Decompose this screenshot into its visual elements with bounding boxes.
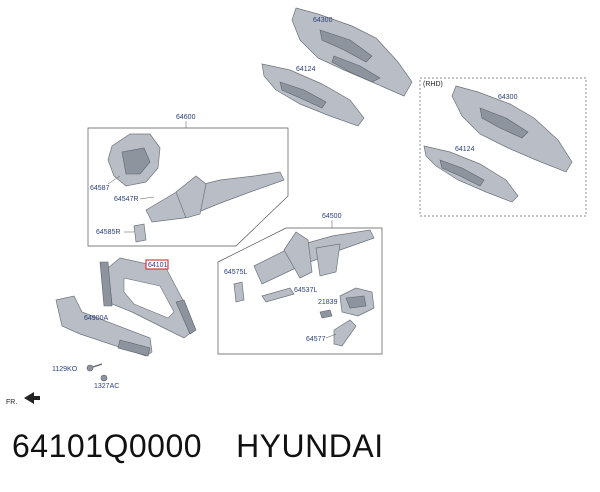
wheel-house-part xyxy=(107,133,161,187)
label-21839: 21839 xyxy=(318,299,338,306)
label-64900a: 64900A xyxy=(84,315,108,322)
label-64500: 64500 xyxy=(322,213,342,220)
left-group-box xyxy=(87,127,289,247)
dash-panel-lower-part xyxy=(261,63,365,127)
label-64600: 64600 xyxy=(176,114,196,121)
label-1129ko: 1129KO xyxy=(52,366,78,373)
label-64300-rhd: 64300 xyxy=(498,94,518,101)
bracket-part-64585r xyxy=(133,223,147,243)
nut-part xyxy=(100,374,108,382)
label-64124-rhd: 64124 xyxy=(455,146,475,153)
label-1327ac: 1327AC xyxy=(94,383,119,390)
carrier-highlight-box xyxy=(145,259,169,270)
label-64585r: 64585R xyxy=(96,229,121,236)
reinforcement-part-64577 xyxy=(319,309,357,347)
label-front: FR. xyxy=(6,399,17,406)
dash-panel-upper-part xyxy=(291,7,413,97)
part-caption: 64101Q0000 HYUNDAI xyxy=(12,428,384,472)
exploded-parts-diagram: 64300 64124 (RHD) 64300 64124 64600 6458… xyxy=(6,7,587,406)
front-direction-arrow-icon xyxy=(24,392,40,404)
bracket-part-64575l xyxy=(233,281,245,303)
label-64124-top: 64124 xyxy=(296,66,316,73)
front-crossmember-part xyxy=(55,295,153,357)
label-64300-top: 64300 xyxy=(313,17,333,24)
part-number: 64101Q0000 xyxy=(12,428,203,464)
rhd-dash-panel-lower-part xyxy=(423,145,519,203)
rhd-dash-panel-upper-part xyxy=(451,85,573,173)
brand-name: HYUNDAI xyxy=(236,428,384,464)
bolt-part xyxy=(86,363,103,372)
right-group-box xyxy=(217,227,383,355)
radiator-support-carrier-part xyxy=(99,257,197,339)
bracket-part-21839 xyxy=(339,287,375,317)
reinforcement-part-64537l xyxy=(261,287,295,303)
label-64537l: 64537L xyxy=(294,287,317,294)
label-64575l: 64575L xyxy=(224,269,247,276)
label-64101: 64101 xyxy=(148,262,168,269)
label-64547r: 64547R xyxy=(114,196,139,203)
label-64587: 64587 xyxy=(90,185,110,192)
label-64577: 64577 xyxy=(306,336,326,343)
side-member-part-64500 xyxy=(253,229,375,285)
side-member-part-64547r xyxy=(145,171,285,223)
label-rhd: (RHD) xyxy=(423,81,443,88)
